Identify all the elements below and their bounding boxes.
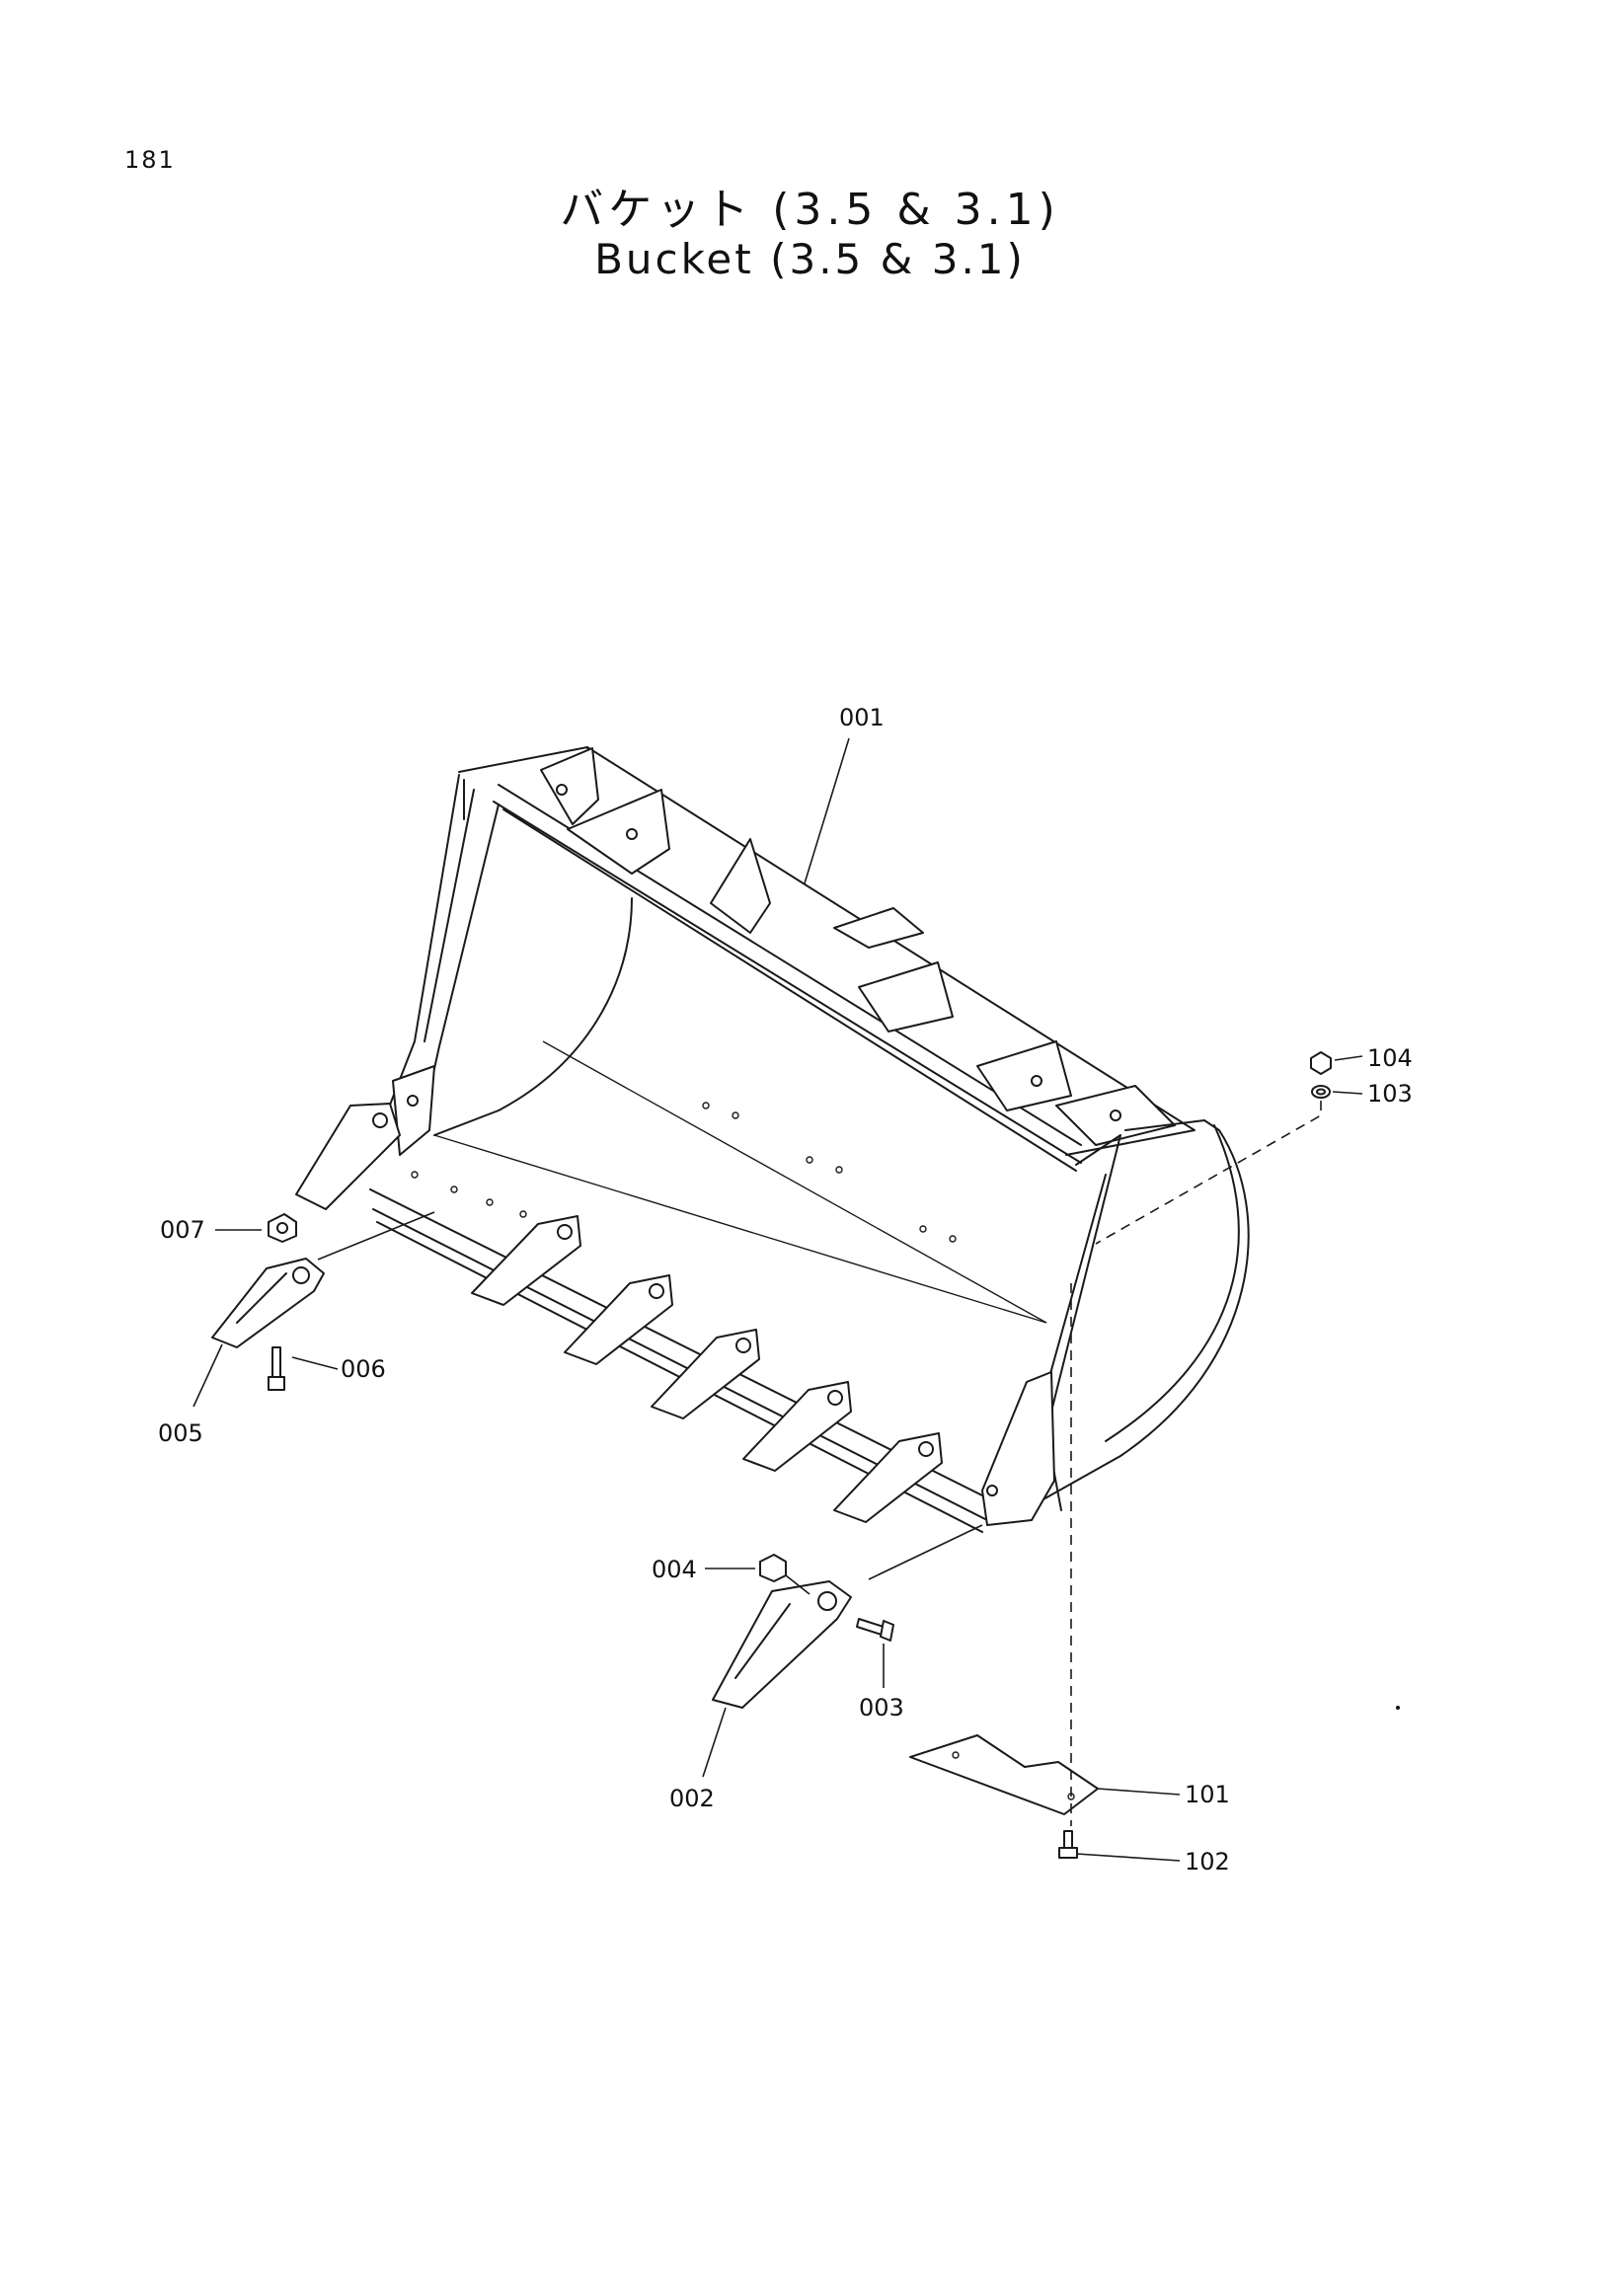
bucket-body <box>369 746 1250 1533</box>
page-number: 181 <box>124 146 176 174</box>
callout-005: 005 <box>158 1419 203 1447</box>
part-003-bolt <box>856 1618 894 1642</box>
callout-003: 003 <box>859 1694 904 1722</box>
callout-103: 103 <box>1367 1080 1413 1108</box>
page-title-japanese: バケット (3.5 & 3.1) <box>560 185 1060 235</box>
part-004-nut <box>759 1554 787 1582</box>
part-102-bolt <box>1058 1830 1078 1859</box>
callout-006: 006 <box>341 1355 386 1383</box>
callout-101: 101 <box>1185 1781 1230 1808</box>
part-007-nut <box>268 1213 297 1243</box>
leader-lines <box>193 737 1363 1862</box>
part-005-tooth <box>211 1258 325 1348</box>
callout-007: 007 <box>160 1216 205 1244</box>
part-103-washer <box>1311 1085 1331 1099</box>
part-101-plate <box>909 1734 1099 1815</box>
mounted-teeth <box>295 1103 943 1523</box>
callout-002: 002 <box>669 1785 715 1812</box>
page-title-english: Bucket (3.5 & 3.1) <box>594 235 1026 283</box>
part-006-bolt <box>268 1346 285 1391</box>
callout-104: 104 <box>1367 1044 1413 1072</box>
part-002-tooth <box>712 1580 852 1709</box>
scan-speck <box>1396 1706 1400 1710</box>
callout-004: 004 <box>652 1556 697 1583</box>
callout-001: 001 <box>839 704 885 731</box>
callout-102: 102 <box>1185 1848 1230 1875</box>
part-104-nut <box>1310 1051 1332 1075</box>
